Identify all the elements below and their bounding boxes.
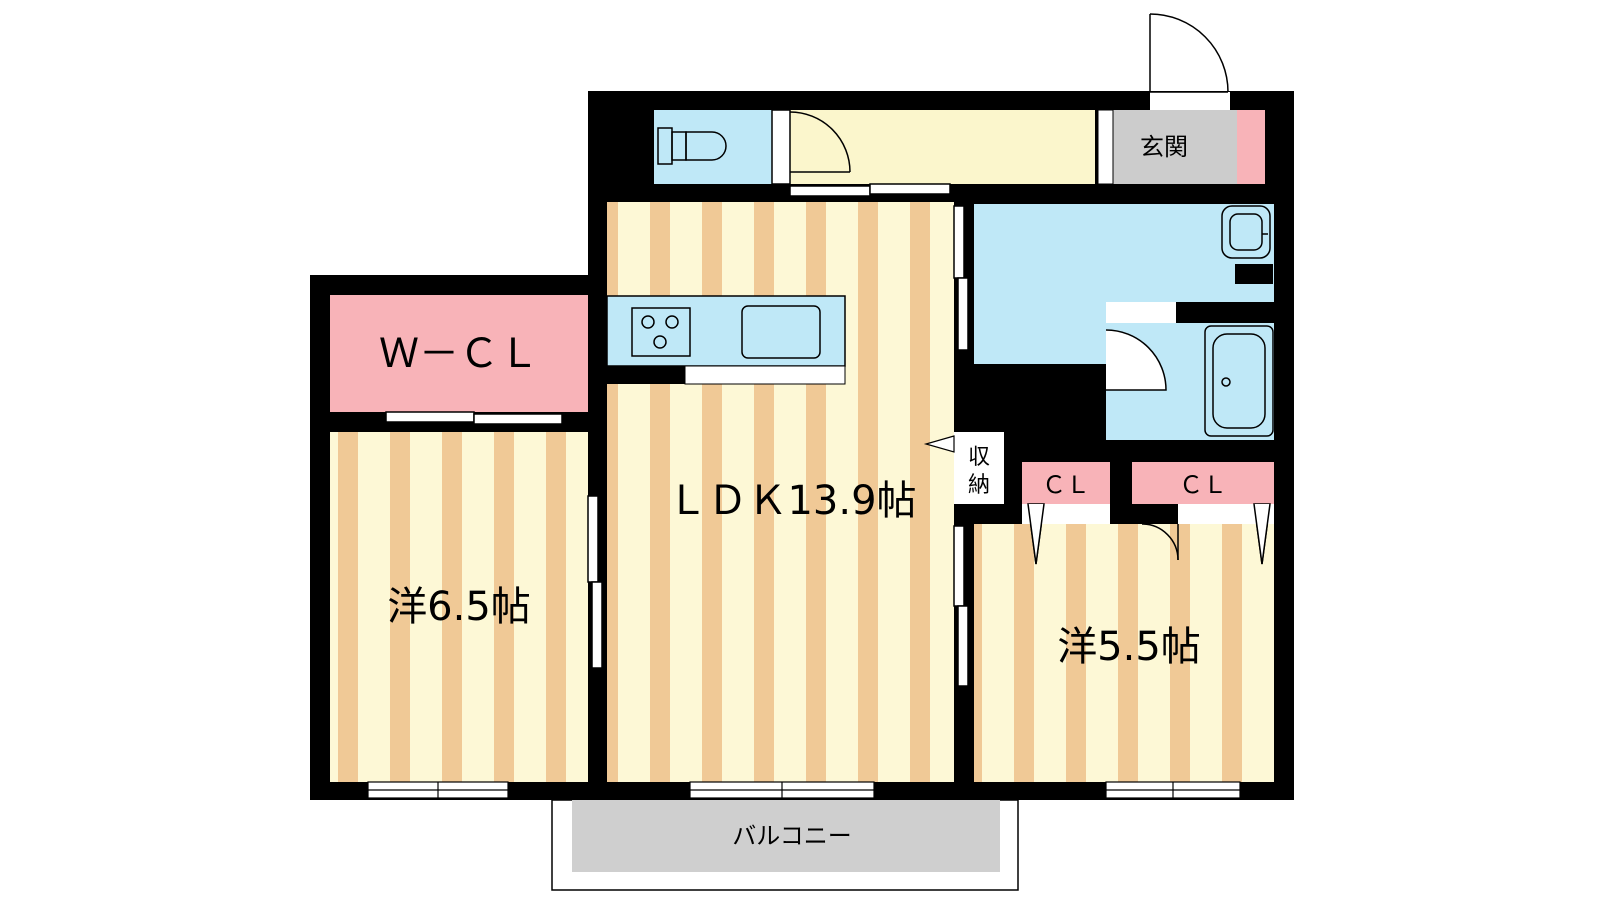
entrance <box>1097 109 1265 185</box>
windows <box>367 781 1241 799</box>
storage-label-2: 納 <box>968 473 990 498</box>
wic-label: Ｗ－ＣＬ <box>379 331 539 377</box>
bathtub-icon <box>1204 325 1274 437</box>
closet-2 <box>1132 462 1274 504</box>
storage <box>954 432 1004 504</box>
bathroom <box>1105 302 1274 440</box>
closet-doors <box>1022 503 1274 565</box>
entrance-label: 玄関 <box>1140 133 1188 161</box>
sink-icon <box>741 305 821 359</box>
doors <box>385 109 969 687</box>
room-labels: Ｗ－ＣＬ ＬＤＫ13.9帖 洋6.5帖 洋5.5帖 ＣＬ ＣＬ 収 納 玄関 バ… <box>379 133 1227 850</box>
kitchen-counter <box>606 295 846 385</box>
closet-1 <box>1022 462 1110 504</box>
bath-door-icon <box>1105 329 1167 391</box>
storage-label-1: 収 <box>968 445 990 470</box>
entry-door-icon <box>1149 13 1230 110</box>
storage-arrow-icon <box>923 435 955 453</box>
washbasin-icon <box>1221 205 1271 259</box>
hallway <box>790 110 1095 184</box>
balcony-label: バルコニー <box>732 822 852 850</box>
western-room-left <box>330 432 588 782</box>
western-left-label: 洋6.5帖 <box>387 584 531 630</box>
balcony <box>551 799 1019 891</box>
toilet-room <box>654 110 772 184</box>
ldk-label: ＬＤＫ13.9帖 <box>667 478 916 524</box>
western-right-label: 洋5.5帖 <box>1057 624 1201 670</box>
toilet-icon <box>657 127 727 165</box>
walk-in-closet <box>330 295 588 412</box>
stove-icon <box>631 307 691 357</box>
closet-2-label: ＣＬ <box>1179 471 1227 499</box>
closet-1-label: ＣＬ <box>1042 471 1090 499</box>
washroom <box>974 204 1274 364</box>
western-room-right <box>974 524 1274 782</box>
